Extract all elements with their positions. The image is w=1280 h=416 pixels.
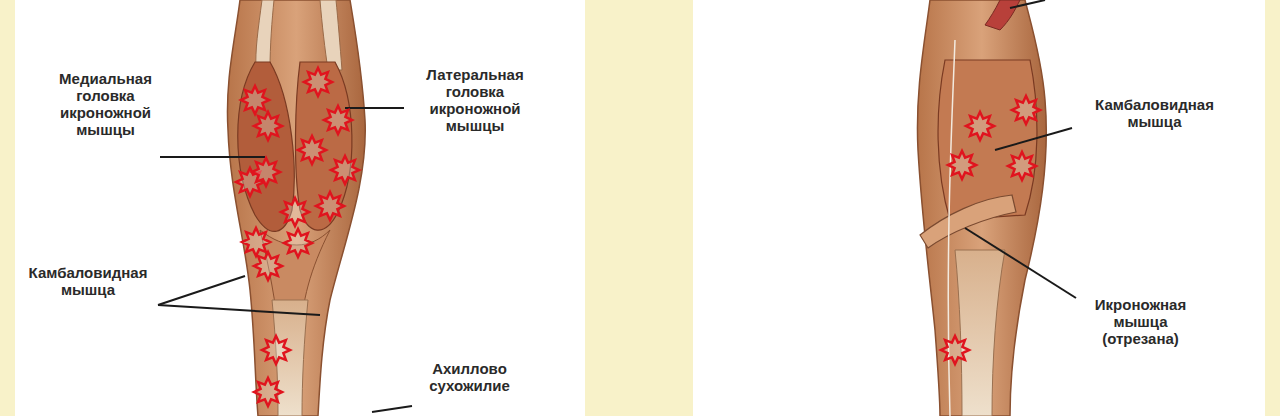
trigger-points: [236, 68, 1040, 406]
leader-lines: [158, 0, 1076, 412]
part-label: Камбаловидная мышца: [18, 264, 158, 298]
part-label: Латеральная головка икроножной мышцы: [405, 66, 545, 134]
part-label: Камбаловидная мышца: [1072, 96, 1237, 130]
part-label: Икроножная мышца (отрезана): [1078, 296, 1203, 347]
leg-posterior: [227, 0, 365, 416]
panel: [15, 0, 585, 416]
part-label: Медиальная головка икроножной мышцы: [38, 70, 173, 138]
leg-lateral: [917, 0, 1046, 416]
panel: [693, 0, 1265, 416]
part-label: Ахиллово сухожилие: [412, 360, 527, 394]
